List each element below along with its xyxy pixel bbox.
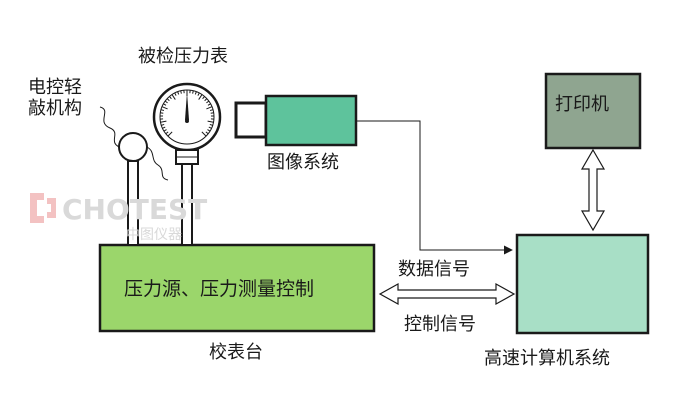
pressure-gauge-icon: [152, 82, 222, 246]
printer-box: [544, 72, 642, 150]
tapper-label-line1: 电控轻: [28, 77, 82, 98]
computer-box: [515, 233, 650, 335]
watermark-logo-icon: [30, 193, 56, 223]
data-signal-line: [356, 120, 513, 255]
tapper-label-line2: 敲机构: [28, 98, 82, 119]
bench-label: 校表台: [209, 342, 263, 363]
control-box: [98, 243, 376, 333]
camera-icon: [234, 94, 358, 147]
watermark-sub: 中图仪器: [126, 227, 182, 243]
tapper-mechanism-icon: [99, 106, 169, 246]
data-signal-label: 数据信号: [398, 259, 470, 280]
control-signal-label: 控制信号: [404, 314, 476, 335]
control-signal-double-arrow: [378, 282, 516, 306]
computer-label: 高速计算机系统: [484, 348, 610, 369]
printer-label: 打印机: [555, 94, 609, 115]
control-box-label: 压力源、压力测量控制: [124, 278, 315, 300]
watermark-brand: CHOTEST: [62, 193, 208, 226]
printer-computer-double-arrow: [580, 148, 606, 232]
gauge-label: 被检压力表: [138, 46, 228, 67]
camera-label: 图像系统: [267, 152, 339, 173]
